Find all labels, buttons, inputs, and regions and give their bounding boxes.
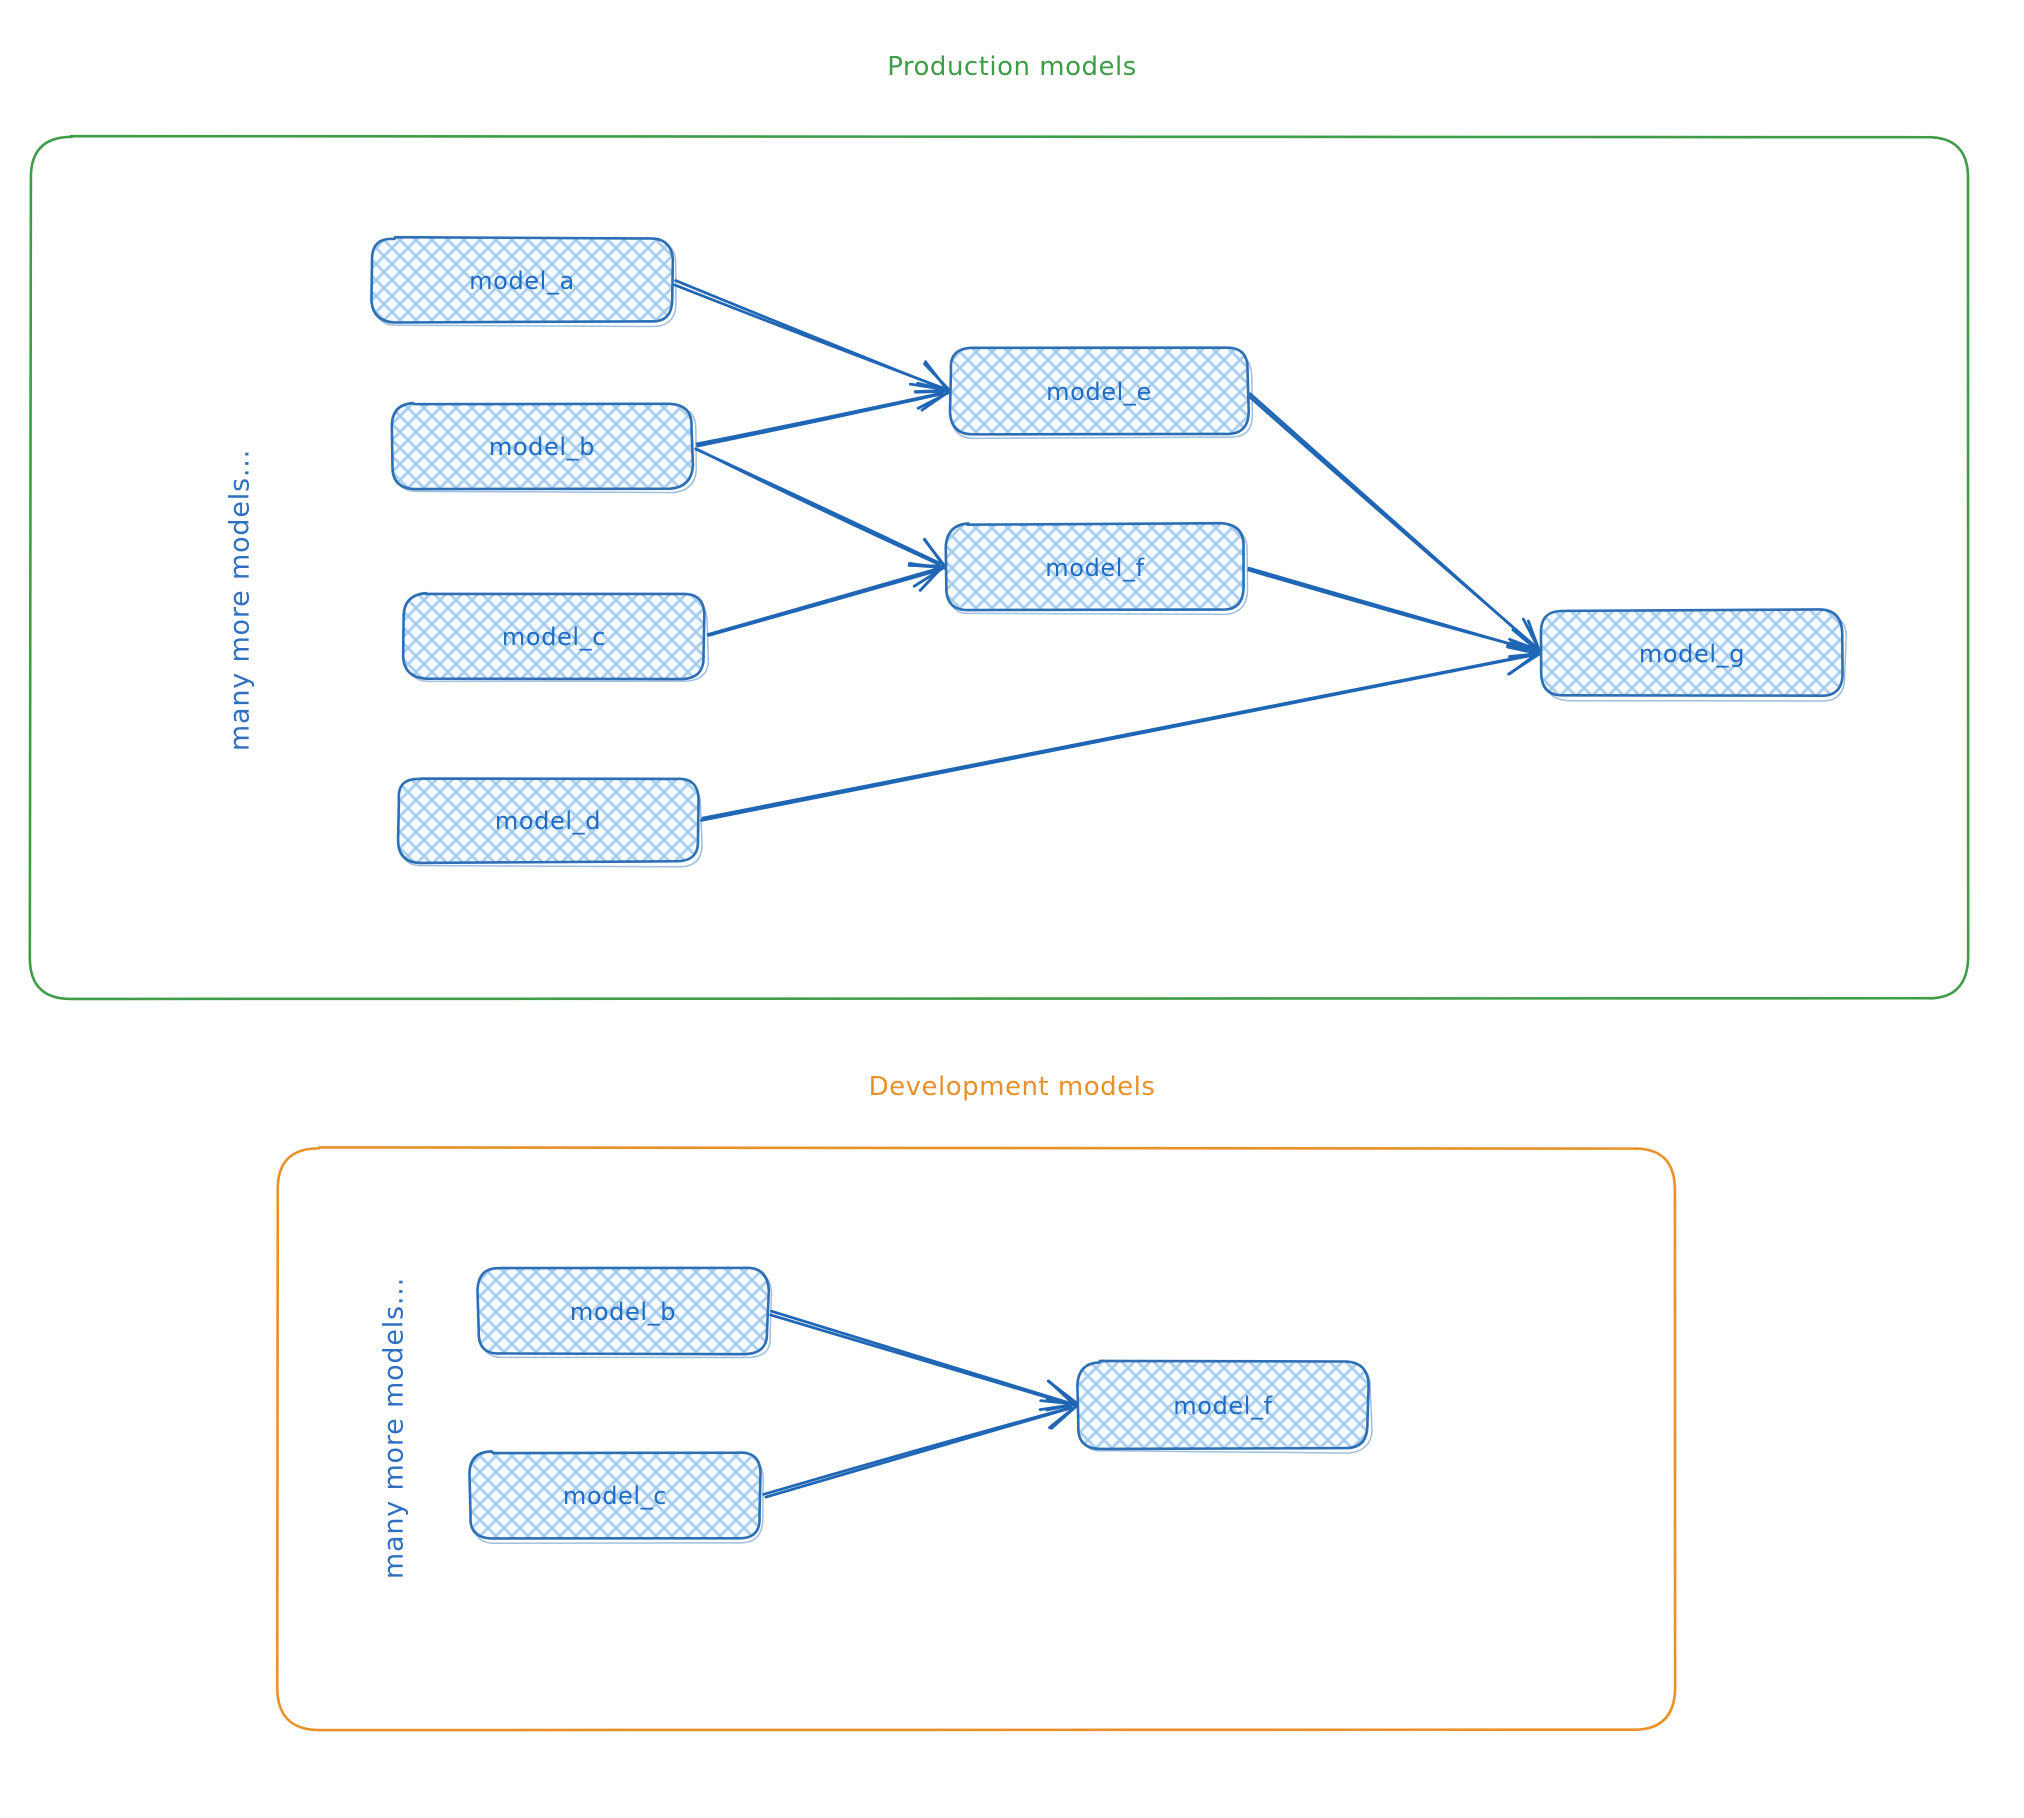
node-hit-prod_model_b[interactable] [392, 404, 692, 488]
node-dev_model_f[interactable] [1076, 1359, 1373, 1454]
node-body[interactable] [401, 591, 706, 681]
edge-prod_model_a-to-prod_model_e [673, 279, 951, 394]
side-label-development: many more models... [378, 1276, 410, 1580]
side-label-production: many more models... [224, 448, 256, 752]
group-container-development [275, 1146, 1677, 1732]
edge-prod_model_b-to-prod_model_e [695, 381, 951, 448]
group-container-production [28, 134, 1970, 1001]
node-hit-dev_model_c[interactable] [470, 1452, 760, 1538]
node-prod_model_a[interactable] [370, 235, 677, 328]
node-prod_model_d[interactable] [396, 777, 703, 868]
edge-dev_model_b-to-dev_model_f [769, 1309, 1079, 1412]
node-layer [370, 235, 1848, 1544]
node-hit-prod_model_d[interactable] [398, 778, 698, 862]
node-body[interactable] [390, 401, 695, 491]
edge-prod_model_d-to-prod_model_g [699, 644, 1543, 822]
node-body[interactable] [1539, 608, 1844, 697]
node-prod_model_e[interactable] [948, 346, 1254, 440]
node-body[interactable] [944, 521, 1245, 612]
node-hit-prod_model_c[interactable] [404, 594, 704, 678]
node-hit-dev_model_b[interactable] [478, 1268, 768, 1354]
edge-prod_model_c-to-prod_model_f [706, 562, 947, 637]
node-dev_model_b[interactable] [476, 1266, 773, 1359]
group-containers [28, 134, 1970, 1732]
node-prod_model_g[interactable] [1539, 608, 1848, 702]
edge-layer [673, 279, 1544, 1499]
node-prod_model_f[interactable] [944, 521, 1249, 616]
node-body[interactable] [1076, 1359, 1370, 1451]
edge-prod_model_b-to-prod_model_f [694, 447, 947, 569]
node-prod_model_b[interactable] [390, 401, 697, 494]
node-dev_model_c[interactable] [468, 1450, 764, 1544]
development-group-title: Development models [868, 1072, 1156, 1102]
node-hit-prod_model_g[interactable] [1542, 610, 1842, 696]
edge-dev_model_c-to-dev_model_f [762, 1397, 1078, 1499]
node-hit-prod_model_a[interactable] [372, 238, 672, 322]
node-hit-dev_model_f[interactable] [1078, 1362, 1368, 1448]
edge-prod_model_e-to-prod_model_g [1246, 392, 1544, 655]
node-body[interactable] [396, 777, 700, 865]
node-hit-prod_model_e[interactable] [950, 348, 1248, 434]
node-body[interactable] [948, 346, 1251, 436]
node-body[interactable] [476, 1266, 771, 1356]
node-body[interactable] [370, 235, 675, 324]
node-body[interactable] [468, 1450, 762, 1540]
production-group-title: Production models [887, 52, 1137, 82]
node-prod_model_c[interactable] [401, 591, 710, 683]
node-hit-prod_model_f[interactable] [946, 524, 1244, 610]
